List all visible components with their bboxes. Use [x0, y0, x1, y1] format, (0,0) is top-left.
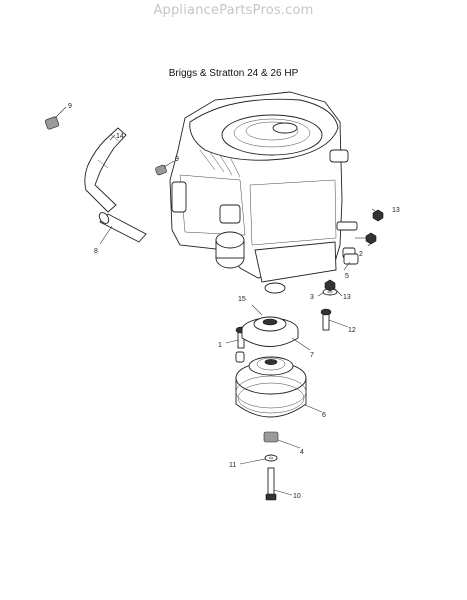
callout-2: 2	[359, 251, 363, 258]
callout-9-engine: 9	[175, 156, 179, 163]
bolt-part-12	[320, 308, 332, 331]
diagram-title: Briggs & Stratton 24 & 26 HP	[168, 68, 299, 79]
washer-part-11	[264, 454, 278, 462]
site-watermark: AppliancePartsPros.com	[153, 3, 314, 18]
bolt-part-2	[355, 232, 377, 245]
callout-13-lower: 13	[343, 294, 351, 301]
pto-clutch-part-6	[235, 351, 307, 418]
pulley-part-7	[241, 316, 299, 347]
callout-9-left: 9	[68, 103, 72, 110]
callout-11: 11	[229, 462, 236, 469]
bracket-part-5	[343, 253, 359, 265]
callout-6: 6	[322, 412, 326, 419]
callout-10: 10	[293, 493, 301, 500]
breather-hose-part-14	[84, 127, 127, 213]
callout-4: 4	[300, 449, 304, 456]
engine	[169, 91, 358, 294]
tube-part-8	[98, 212, 147, 243]
washer-part-4	[263, 431, 279, 443]
callout-15: 15	[238, 296, 246, 303]
callout-5: 5	[345, 273, 349, 280]
callout-12: 12	[348, 327, 356, 334]
callout-labels: 9 14 9 8 13 2 5 3 13 12 15 1 7 6 4 11 10	[68, 103, 400, 500]
callout-14: 14	[116, 133, 124, 140]
hose-clamp-part-9-left	[44, 116, 60, 130]
leader-lines	[54, 106, 379, 496]
bolt-part-10	[265, 467, 277, 501]
nut-part-13-lower	[324, 279, 336, 292]
callout-7: 7	[310, 352, 314, 359]
nut-part-13-upper	[372, 209, 384, 222]
hose-clamp-part-9-engine	[155, 164, 167, 176]
callout-8: 8	[94, 248, 98, 255]
callout-1: 1	[218, 342, 222, 349]
callout-13-upper: 13	[392, 207, 400, 214]
callout-3: 3	[310, 294, 314, 301]
